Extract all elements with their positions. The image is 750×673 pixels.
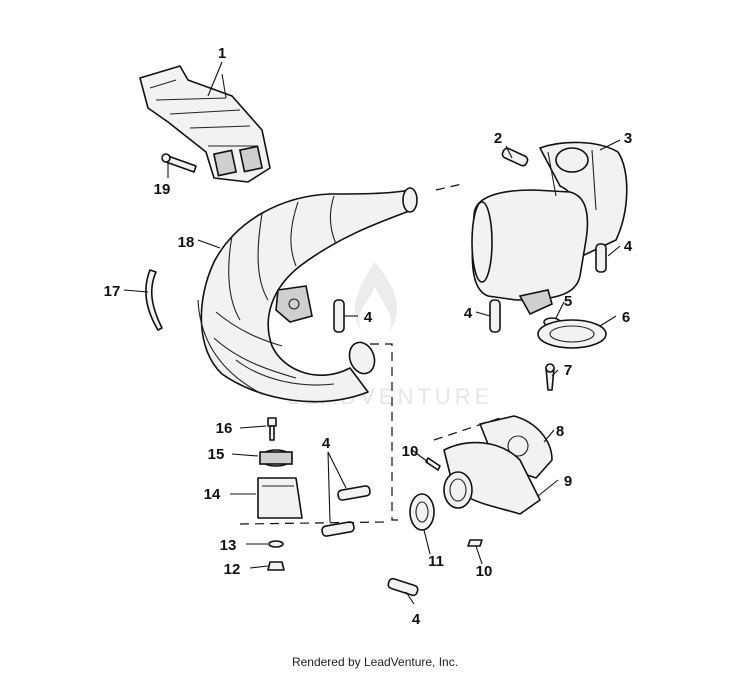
- part-19-pin: [161, 153, 197, 173]
- part-12-nut: [267, 561, 285, 571]
- callout-14: 14: [204, 486, 221, 503]
- callout-3: 3: [624, 130, 632, 147]
- callout-4-bottom: 4: [412, 611, 421, 628]
- part-6-gasket: [537, 319, 607, 349]
- part-1-mounting-bracket: [139, 65, 271, 183]
- callout-leader-lines: [123, 61, 621, 605]
- part-9-manifold: [443, 441, 541, 515]
- part-4-spring-mid: [489, 299, 501, 333]
- callout-4-lower: 4: [322, 435, 331, 452]
- part-4-springs-lower: [321, 485, 371, 537]
- part-17-spring-strap: [145, 269, 163, 331]
- part-15-grommet: [259, 449, 293, 467]
- callout-16: 16: [216, 420, 233, 437]
- callout-4-mid: 4: [464, 305, 473, 322]
- part-7-bolt: [545, 363, 555, 391]
- callout-6: 6: [622, 309, 630, 326]
- callout-11: 11: [428, 553, 444, 570]
- callout-19: 19: [154, 181, 171, 198]
- part-10-bolt-lower: [467, 539, 483, 547]
- part-13-washer: [268, 540, 284, 548]
- callout-7: 7: [564, 362, 572, 379]
- callout-10-upper: 10: [402, 443, 419, 460]
- part-10-bolt-upper: [425, 457, 441, 471]
- assembly-guide-lines: [239, 183, 501, 525]
- callout-8: 8: [556, 423, 564, 440]
- part-18-expansion-chamber: [197, 187, 418, 403]
- part-2-spring: [501, 147, 529, 167]
- callout-1: 1: [218, 45, 226, 62]
- watermark-flame-logo: [354, 262, 397, 334]
- callout-13: 13: [220, 537, 237, 554]
- callout-5: 5: [564, 293, 572, 310]
- callout-12: 12: [224, 561, 241, 578]
- footer-credit: Rendered by LeadVenture, Inc.: [291, 655, 459, 669]
- part-4-spring-right: [595, 243, 607, 273]
- callout-17: 17: [104, 283, 121, 300]
- part-3-silencer: [471, 141, 628, 316]
- part-4-spring-bottom: [387, 577, 419, 597]
- part-14-bracket: [257, 477, 303, 519]
- callout-numbers: 1 19 18 17 2 3 4 4 4 5 6 7 8 9 10 10 11 …: [104, 45, 633, 628]
- part-16-bolt: [267, 417, 277, 441]
- callout-4-right: 4: [624, 238, 633, 255]
- callout-10-lower: 10: [476, 563, 493, 580]
- callout-18: 18: [178, 234, 195, 251]
- callout-15: 15: [208, 446, 225, 463]
- callout-2: 2: [494, 130, 502, 147]
- part-4-spring-center: [333, 299, 345, 333]
- part-11-gasket-ring: [409, 493, 435, 531]
- callout-4-center: 4: [364, 309, 373, 326]
- callout-9: 9: [564, 473, 572, 490]
